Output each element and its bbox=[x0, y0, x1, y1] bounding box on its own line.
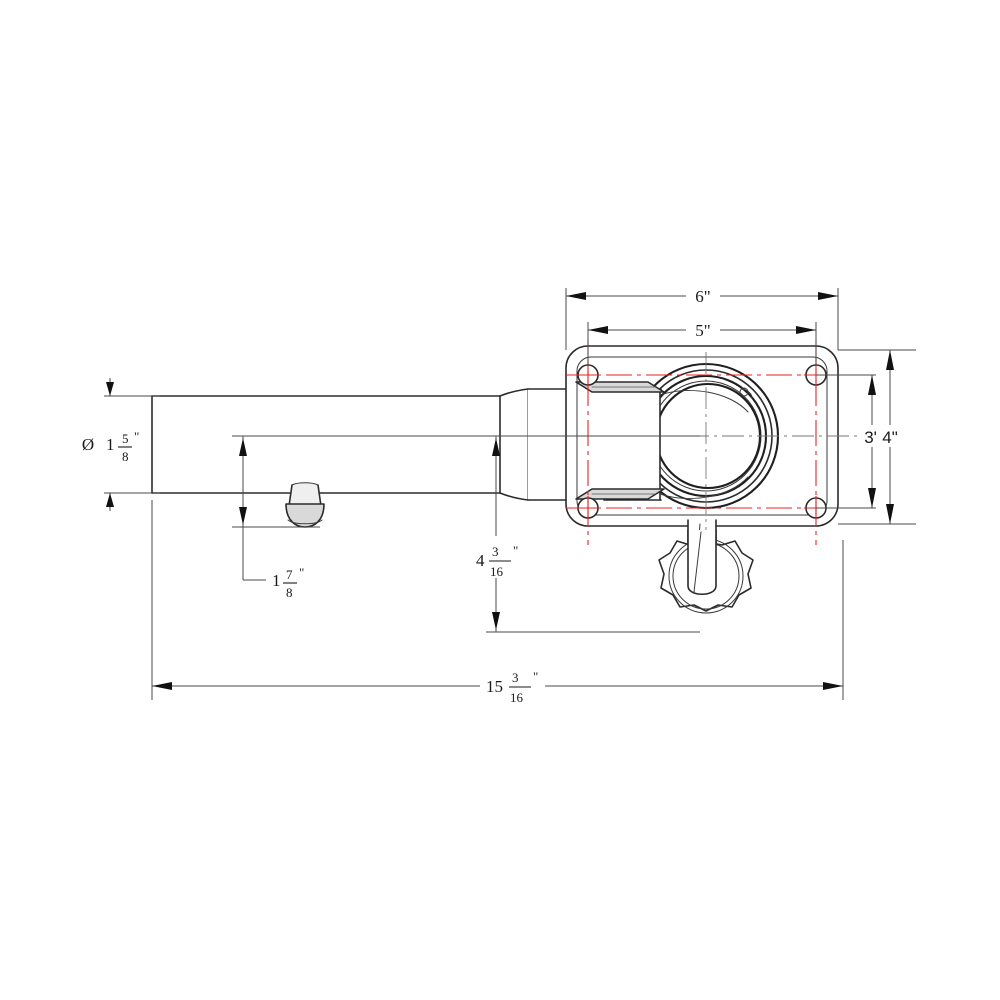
bolt-spacing-vertical-value: 3" bbox=[864, 428, 880, 447]
tube-diameter-label: Ø 1 5 8 " bbox=[82, 429, 139, 464]
knob-drop-inch-mark: " bbox=[513, 543, 518, 558]
pin-offset-denominator: 8 bbox=[286, 585, 293, 600]
knob-drop-numerator: 3 bbox=[492, 544, 499, 559]
locating-pin bbox=[285, 482, 325, 528]
pin-offset-whole: 1 bbox=[272, 571, 281, 590]
plate-height-dimension: 4" bbox=[838, 349, 916, 525]
plate-height-value: 4" bbox=[882, 428, 898, 447]
pin-offset-inch-mark: " bbox=[299, 565, 304, 580]
diameter-denominator: 8 bbox=[122, 449, 129, 464]
tube-body bbox=[151, 395, 506, 494]
tube-diameter-dimension: Ø 1 5 8 " bbox=[82, 378, 160, 511]
diameter-inch-mark: " bbox=[134, 429, 139, 444]
bolt-spacing-horizontal-dimension: 5" bbox=[587, 318, 817, 366]
overall-length-inch-mark: " bbox=[533, 669, 538, 684]
pin-offset-dimension: 1 7 8 " bbox=[232, 435, 520, 600]
part-geometry bbox=[151, 340, 860, 614]
pin-offset-numerator: 7 bbox=[286, 567, 293, 582]
overall-length-dimension: 15 3 16 " bbox=[151, 500, 844, 705]
pin-offset-label: 1 7 8 " bbox=[272, 565, 304, 600]
diameter-symbol: Ø bbox=[82, 435, 94, 454]
overall-length-denominator: 16 bbox=[510, 690, 524, 705]
plate-width-dimension: 6" bbox=[565, 284, 839, 350]
tapered-collar bbox=[499, 388, 529, 501]
knob-drop-dimension: 4 3 16 " bbox=[468, 435, 700, 633]
clamp-strap-lower bbox=[575, 488, 665, 500]
diameter-whole: 1 bbox=[106, 435, 115, 454]
bolt-spacing-horizontal-value: 5" bbox=[695, 321, 710, 340]
knob-drop-label: 4 3 16 " bbox=[476, 543, 518, 579]
overall-length-whole: 15 bbox=[486, 677, 503, 696]
knob-drop-whole: 4 bbox=[476, 551, 485, 570]
overall-length-numerator: 3 bbox=[512, 670, 519, 685]
overall-length-label: 15 3 16 " bbox=[486, 669, 538, 705]
knob-drop-denominator: 16 bbox=[490, 564, 504, 579]
clamp-strap-upper bbox=[575, 381, 665, 393]
plate-width-value: 6" bbox=[695, 287, 710, 306]
tension-knob bbox=[658, 519, 754, 614]
diameter-numerator: 5 bbox=[122, 431, 129, 446]
